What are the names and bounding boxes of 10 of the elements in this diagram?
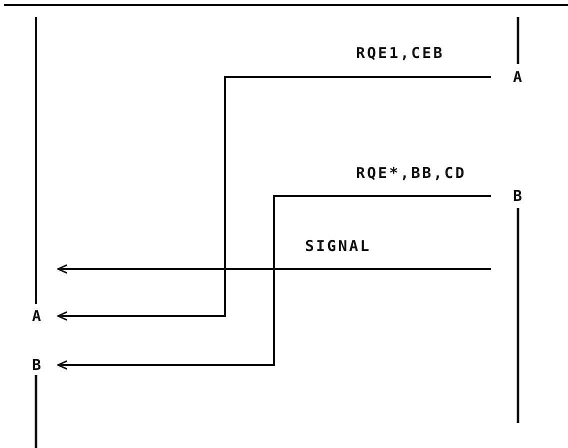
endpoint-label: A — [491, 68, 522, 86]
arrow — [57, 264, 491, 274]
edge-label: RQE*,BB,CD — [356, 164, 466, 182]
endpoint-label: B — [32, 356, 58, 374]
arrow — [57, 76, 491, 321]
arrow — [57, 195, 491, 370]
edge-label: RQE1,CEB — [356, 44, 444, 62]
edge-label: SIGNAL — [305, 237, 372, 255]
endpoint-label: B — [491, 187, 522, 205]
endpoint-label: A — [32, 307, 58, 325]
